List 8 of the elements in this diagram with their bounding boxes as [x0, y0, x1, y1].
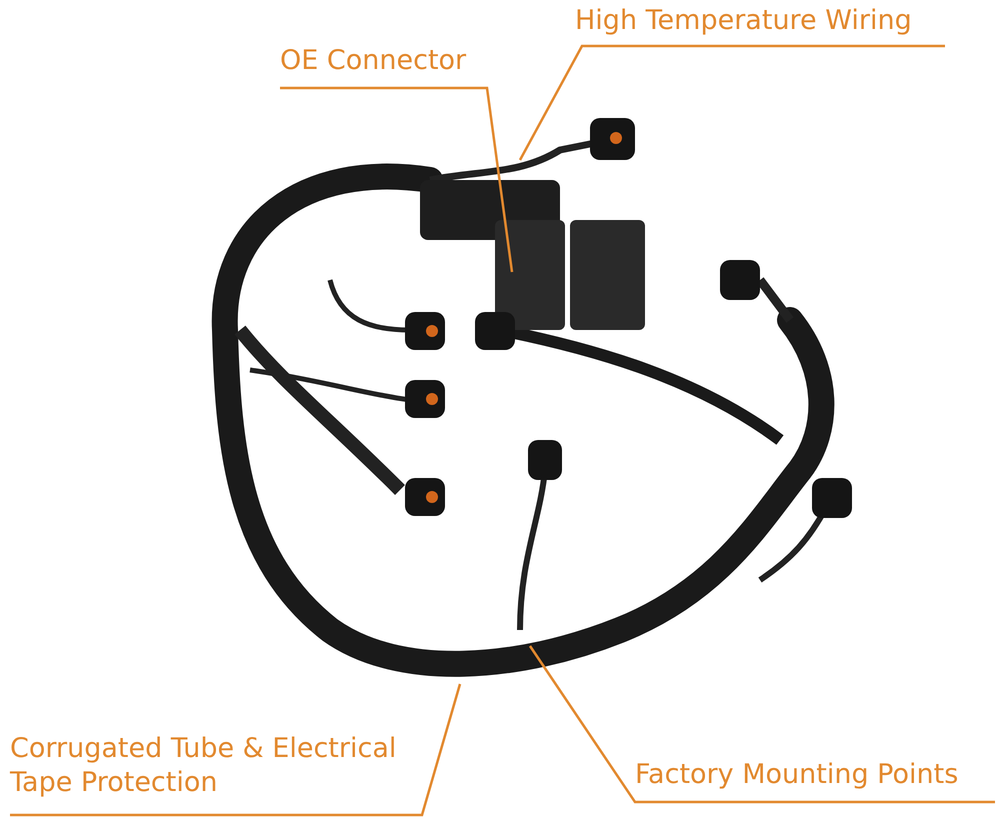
- leader-line: [10, 684, 462, 816]
- callout-label: OE Connector: [280, 44, 490, 88]
- callout-label: Factory Mounting Points: [635, 758, 995, 802]
- leader-line: [528, 645, 995, 804]
- leader-line: [280, 86, 514, 272]
- leader-line: [518, 44, 945, 161]
- callout-label: High Temperature Wiring: [575, 4, 945, 46]
- callout-label: Corrugated Tube & Electrical Tape Protection: [10, 732, 425, 815]
